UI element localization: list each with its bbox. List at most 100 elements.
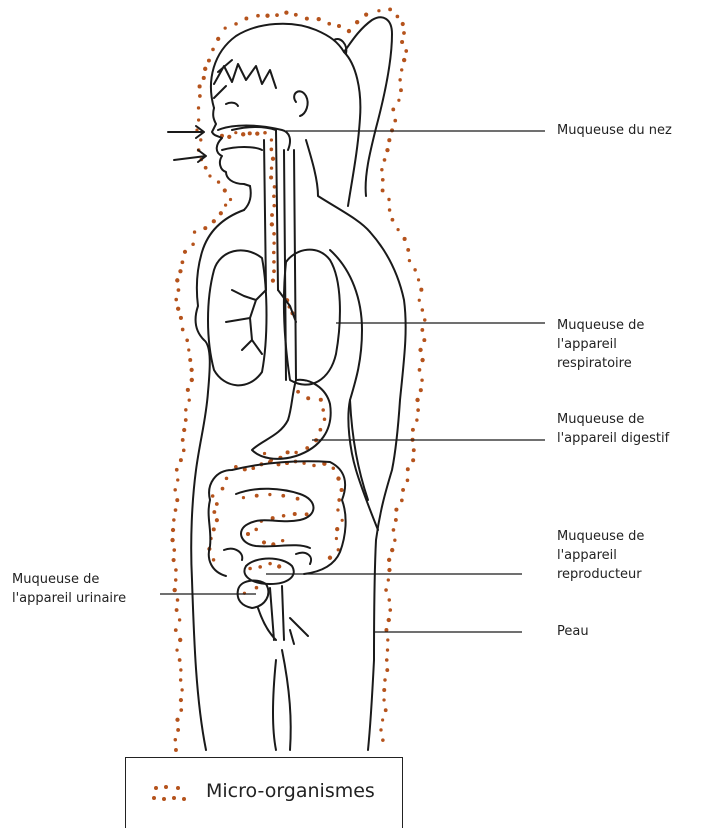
arrow-mouth [174,150,206,162]
microorganism-dot [179,316,183,320]
microorganism-dot [340,488,344,492]
microorganism-dot [416,408,420,412]
label-nose-text: Muqueuse du nez [557,123,672,138]
microorganism-dot [180,688,183,691]
microorganism-dot [401,488,405,492]
microorganism-dot [246,532,250,536]
microorganism-dot [273,185,276,188]
microorganism-dot [341,519,344,522]
microorganism-dot [179,698,183,702]
microorganism-dot [293,512,297,516]
microorganism-dot [294,451,297,454]
microorganism-dot [178,269,182,273]
microorganism-dot [181,438,185,442]
microorganism-dot [212,527,216,531]
microorganism-dot [381,738,385,742]
microorganism-dot [398,78,401,81]
microorganism-dot [421,308,425,312]
microorganism-dot [281,494,285,498]
microorganism-dot [175,498,179,502]
microorganism-dot [174,568,178,572]
microorganism-dot [305,512,309,516]
label-respiratory-line1: Muqueuse de [557,316,644,335]
mucosa-microorganism-dots [207,131,343,595]
microorganism-dot [394,518,398,522]
microorganism-dot [381,178,385,182]
microorganism-dot [328,556,332,560]
microorganism-dot [212,510,216,514]
microorganism-dot [387,198,390,201]
microorganism-dot [386,638,389,641]
microorganism-dot [255,131,259,135]
microorganism-dot [286,450,290,454]
microorganism-dot [337,24,341,28]
microorganism-dot [364,13,368,17]
microorganism-dot [391,108,395,112]
right-lung [284,250,340,385]
microorganism-dot [172,518,175,521]
trachea [232,127,278,290]
microorganism-dot [172,548,176,552]
label-digestive-line2: l'appareil digestif [557,429,669,448]
microorganism-dot [418,348,422,352]
microorganism-dot [388,598,391,601]
microorganism-dot [197,118,200,121]
microorganism-dot [229,198,232,201]
ovaries [224,549,311,564]
microorganism-dot [268,562,271,565]
microorganism-dot [355,20,359,24]
microorganism-dot [393,539,396,542]
microorganism-dot [415,418,418,421]
microorganism-dot [387,558,391,562]
microorganism-dot [174,628,178,632]
microorganism-dot [176,598,180,602]
microorganism-dot [248,131,252,135]
microorganism-dot [184,418,188,422]
microorganism-dot [234,131,237,134]
microorganism-dot [215,518,219,522]
microorganism-dot [190,368,194,372]
microorganism-dot [269,175,273,179]
microorganism-dot [182,428,186,432]
microorganism-dot [271,279,275,283]
microorganism-dot [387,138,391,142]
microorganism-dot [224,203,227,206]
microorganism-dot [281,539,284,542]
microorganism-dot [204,166,208,170]
microorganism-dot [272,251,276,255]
microorganism-dot [306,396,310,400]
microorganism-dot [258,565,262,569]
microorganism-dot [317,17,321,21]
microorganism-dot [186,388,190,392]
microorganism-dot [172,588,176,592]
microorganism-dot [248,567,252,571]
legend-box: Micro-organismes [125,757,403,828]
microorganism-dot [270,138,273,141]
microorganism-dot [417,278,420,281]
microorganism-dot [203,67,207,71]
microorganism-dot [272,194,276,198]
microorganism-dot [319,428,323,432]
microorganism-dot [179,668,182,671]
microorganism-dot [384,588,388,592]
microorganism-dot [305,17,309,21]
microorganism-dot [294,13,298,17]
microorganism-dot [384,628,388,632]
microorganism-dot [263,131,267,135]
microorganism-dot [211,48,215,52]
label-reproductive-line3: reproducteur [557,565,644,584]
microorganism-dot [412,448,416,452]
microorganism-dot [272,260,276,264]
microorganism-dot [420,328,424,332]
microorganism-dot [176,478,179,481]
microorganism-dot [385,668,389,672]
microorganism-dot [327,22,331,26]
microorganism-dot [176,307,180,311]
microorganism-dot [268,493,271,496]
leg-line-2 [273,660,276,750]
neck-front [244,186,251,210]
microorganism-dot [174,748,178,752]
label-skin-text: Peau [557,624,589,639]
microorganism-dot [420,358,424,362]
microorganism-dot [387,578,390,581]
